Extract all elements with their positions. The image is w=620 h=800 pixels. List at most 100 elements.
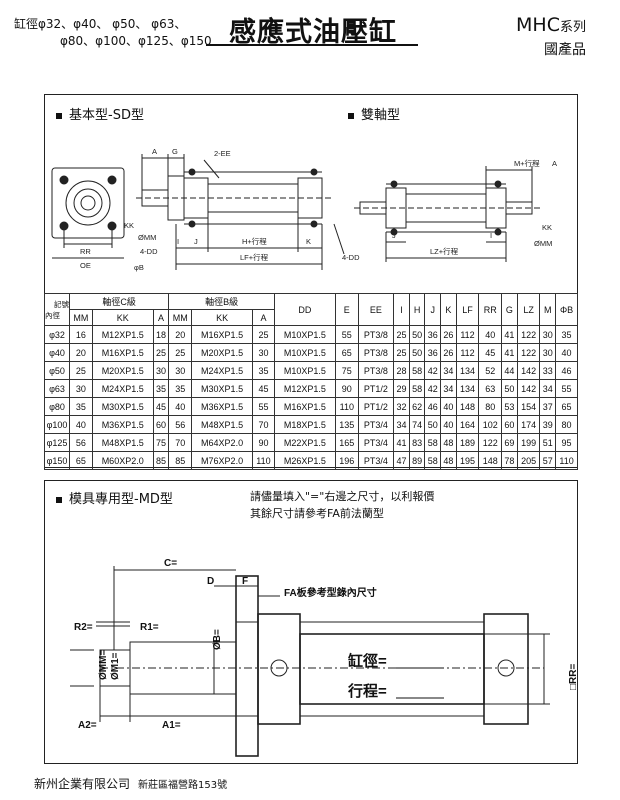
table-cell: 41: [393, 433, 410, 452]
table-cell: φ32: [44, 325, 70, 344]
table-cell: 34: [539, 379, 557, 398]
table-cell: 65: [555, 397, 578, 416]
table-cell: 83: [408, 433, 426, 452]
footer: 新州企業有限公司新莊區福營路153號: [34, 775, 227, 792]
table-cell: 30: [168, 361, 193, 380]
table-cell: 50: [408, 343, 426, 362]
md-type-title: 模具專用型-MD型: [56, 488, 173, 507]
bullet-square-icon: [56, 496, 62, 503]
table-cell: 102: [478, 415, 503, 434]
col-header: J: [424, 293, 442, 326]
col-header: DD: [273, 293, 336, 326]
note-line-1: 請儘量填入"="右邊之尺寸，以利報價: [250, 490, 435, 503]
table-cell: 41: [501, 343, 518, 362]
table-cell: 46: [424, 397, 442, 416]
table-cell: 174: [516, 415, 541, 434]
table-cell: 25: [168, 343, 193, 362]
col-header: EE: [357, 293, 395, 326]
table-cell: M26XP1.5: [273, 451, 336, 470]
table-cell: 25: [69, 361, 93, 380]
table-cell: φ150: [44, 451, 70, 470]
table-cell: M30XP1.5: [91, 397, 154, 416]
table-cell: φ80: [44, 397, 70, 416]
md-type-drawing: C= D F FA板參考型錄內尺寸 R2= R1= ØMM= ØM1= ØB= …: [70, 558, 578, 757]
table-cell: M18XP1.5: [273, 415, 336, 434]
table-cell: M22XP1.5: [273, 433, 336, 452]
table-cell: 148: [478, 451, 503, 470]
table-cell: 78: [501, 451, 518, 470]
table-cell: M10XP1.5: [273, 325, 336, 344]
dim-lf-label: LF+行程: [240, 252, 269, 262]
table-cell: φ40: [44, 343, 70, 362]
col-header: LZ: [516, 293, 541, 326]
table-corner: 記號 內徑: [44, 293, 70, 326]
company-name: 新州企業有限公司: [34, 777, 131, 791]
dim-a-label: A: [152, 147, 157, 156]
table-cell: PT3/4: [357, 433, 395, 452]
table-cell: M48XP1.5: [191, 415, 254, 434]
table-cell: 36: [424, 325, 442, 344]
table-cell: PT3/8: [357, 325, 395, 344]
table-cell: M48XP1.5: [91, 433, 154, 452]
md-a1-label: A1=: [162, 720, 181, 731]
table-cell: 50: [501, 379, 518, 398]
model-name: MHC: [516, 14, 560, 36]
table-cell: 70: [252, 415, 275, 434]
flange-front-view: [51, 167, 125, 239]
col-header: H: [408, 293, 426, 326]
table-cell: 35: [69, 397, 93, 416]
table-cell: 29: [393, 379, 410, 398]
table-cell: 122: [478, 433, 503, 452]
table-cell: 18: [152, 325, 170, 344]
md-m1-label: ØM1=: [110, 652, 121, 680]
table-cell: 148: [455, 397, 480, 416]
sub-header: MM: [69, 309, 93, 326]
md-f-label: F: [242, 576, 248, 587]
table-cell: 26: [440, 325, 457, 344]
table-cell: M10XP1.5: [273, 361, 336, 380]
table-cell: 58: [424, 433, 442, 452]
table-cell: φ50: [44, 361, 70, 380]
table-cell: 57: [539, 451, 557, 470]
table-cell: M36XP1.5: [191, 397, 254, 416]
table-cell: 30: [539, 325, 557, 344]
table-cell: M16XP1.5: [273, 397, 336, 416]
table-cell: M20XP1.5: [191, 343, 254, 362]
group-b-header: 軸徑B級: [168, 293, 275, 310]
table-cell: 45: [478, 343, 503, 362]
table-cell: 90: [334, 379, 359, 398]
table-cell: 95: [555, 433, 578, 452]
table-cell: 51: [539, 433, 557, 452]
table-cell: 63: [478, 379, 503, 398]
table-cell: 16: [69, 325, 93, 344]
table-cell: M60XP2.0: [91, 451, 154, 470]
dim-lz-label: LZ+行程: [430, 246, 459, 256]
table-cell: M30XP1.5: [191, 379, 254, 398]
dim-i2-label: I: [490, 231, 492, 240]
table-cell: 164: [455, 415, 480, 434]
dim-m-stroke-label: M+行程: [514, 158, 540, 168]
table-cell: 30: [252, 343, 275, 362]
table-cell: 85: [168, 451, 193, 470]
table-cell: 44: [501, 361, 518, 380]
table-cell: 35: [152, 379, 170, 398]
table-cell: M12XP1.5: [91, 325, 154, 344]
table-cell: 48: [440, 433, 457, 452]
spec-table: 記號 內徑 軸徑C級 軸徑B級 DD E EE I H J K LF RR G …: [44, 293, 578, 470]
table-cell: 195: [455, 451, 480, 470]
dim-k-label: K: [306, 237, 311, 246]
md-b-label: ØB=: [212, 629, 223, 650]
table-cell: 20: [69, 343, 93, 362]
table-cell: 45: [252, 379, 275, 398]
table-cell: 25: [252, 325, 275, 344]
dim-h-label: H+行程: [242, 236, 267, 246]
table-cell: 36: [424, 343, 442, 362]
table-cell: 37: [539, 397, 557, 416]
table-cell: 26: [440, 343, 457, 362]
table-cell: 41: [501, 325, 518, 344]
